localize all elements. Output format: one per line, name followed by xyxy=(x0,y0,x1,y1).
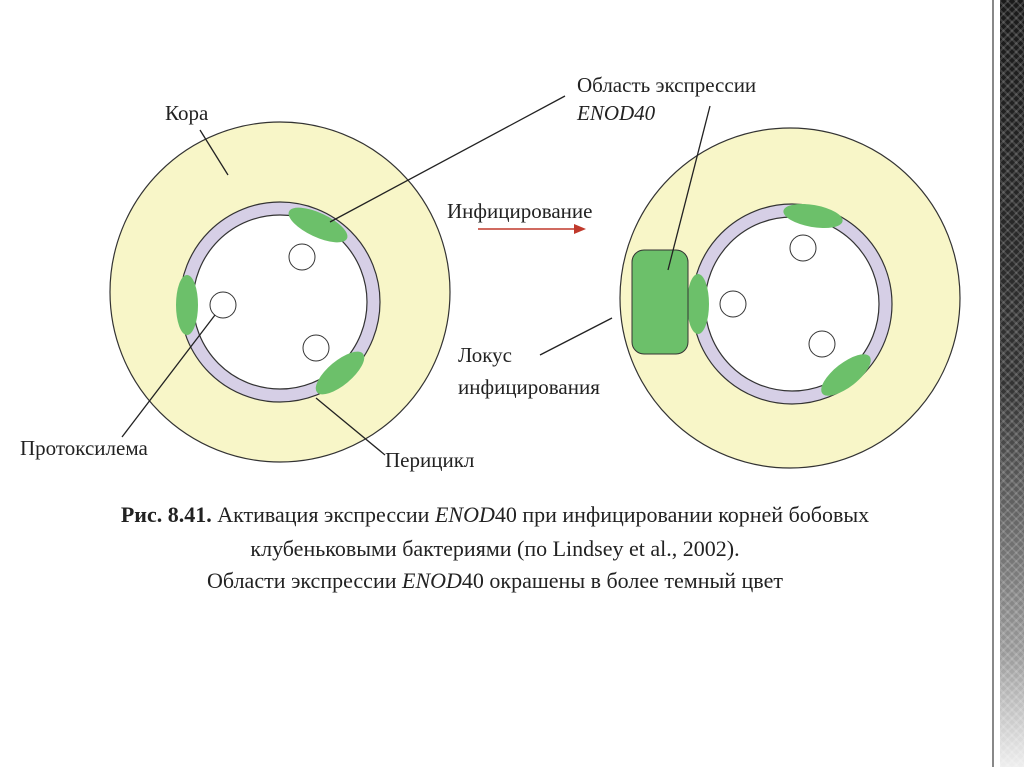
label-infection: Инфицирование xyxy=(447,199,592,223)
label-expression-gene: ENOD40 xyxy=(576,101,656,125)
enod40-region xyxy=(288,207,348,243)
leader-lines xyxy=(121,95,711,456)
root-before-infection xyxy=(109,121,451,463)
protoxylem-pole xyxy=(209,291,237,319)
caption-text: Области экспрессии xyxy=(207,568,402,593)
enod40-region xyxy=(176,275,198,335)
caption-text: 40 окрашены в более темный цвет xyxy=(461,568,783,593)
root-after-infection xyxy=(619,127,961,469)
label-expression-region: Область экспрессии xyxy=(577,73,756,97)
label-pericycle: Перицикл xyxy=(385,448,474,472)
enod40-region xyxy=(783,203,843,229)
protoxylem-pole xyxy=(288,243,316,271)
infection-locus xyxy=(631,249,689,355)
label-locus: Локус xyxy=(458,343,512,367)
divider-line xyxy=(992,0,994,767)
decorative-strip xyxy=(1000,0,1024,767)
label-protoxylem: Протоксилема xyxy=(20,436,148,460)
enod40-region xyxy=(687,274,709,334)
enod40-region xyxy=(315,351,365,395)
label-locus-2: инфицирования xyxy=(458,375,600,399)
protoxylem-pole xyxy=(808,330,836,358)
label-cortex: Кора xyxy=(165,101,209,125)
caption-text: 40 при инфицировании корней бобовых xyxy=(494,502,870,527)
protoxylem-pole xyxy=(789,234,817,262)
caption-line-3: Области экспрессии ENOD40 окрашены в бол… xyxy=(0,566,990,596)
gene-name: ENOD xyxy=(402,568,462,593)
diagram: Кора Протоксилема Перицикл Область экспр… xyxy=(20,73,961,472)
enod40-region xyxy=(821,354,871,396)
gene-name: ENOD xyxy=(434,502,495,527)
caption-line-1: Рис. 8.41. Активация экспрессии ENOD40 п… xyxy=(0,500,990,530)
caption-line-2: клубеньковыми бактериями (по Lindsey et … xyxy=(250,536,740,561)
protoxylem-pole xyxy=(302,334,330,362)
caption-text: Активация экспрессии xyxy=(211,502,435,527)
slide: Кора Протоксилема Перицикл Область экспр… xyxy=(0,73,990,596)
protoxylem-pole xyxy=(719,290,747,318)
figure-number: Рис. 8.41. xyxy=(120,502,212,527)
infection-arrow xyxy=(478,224,586,234)
